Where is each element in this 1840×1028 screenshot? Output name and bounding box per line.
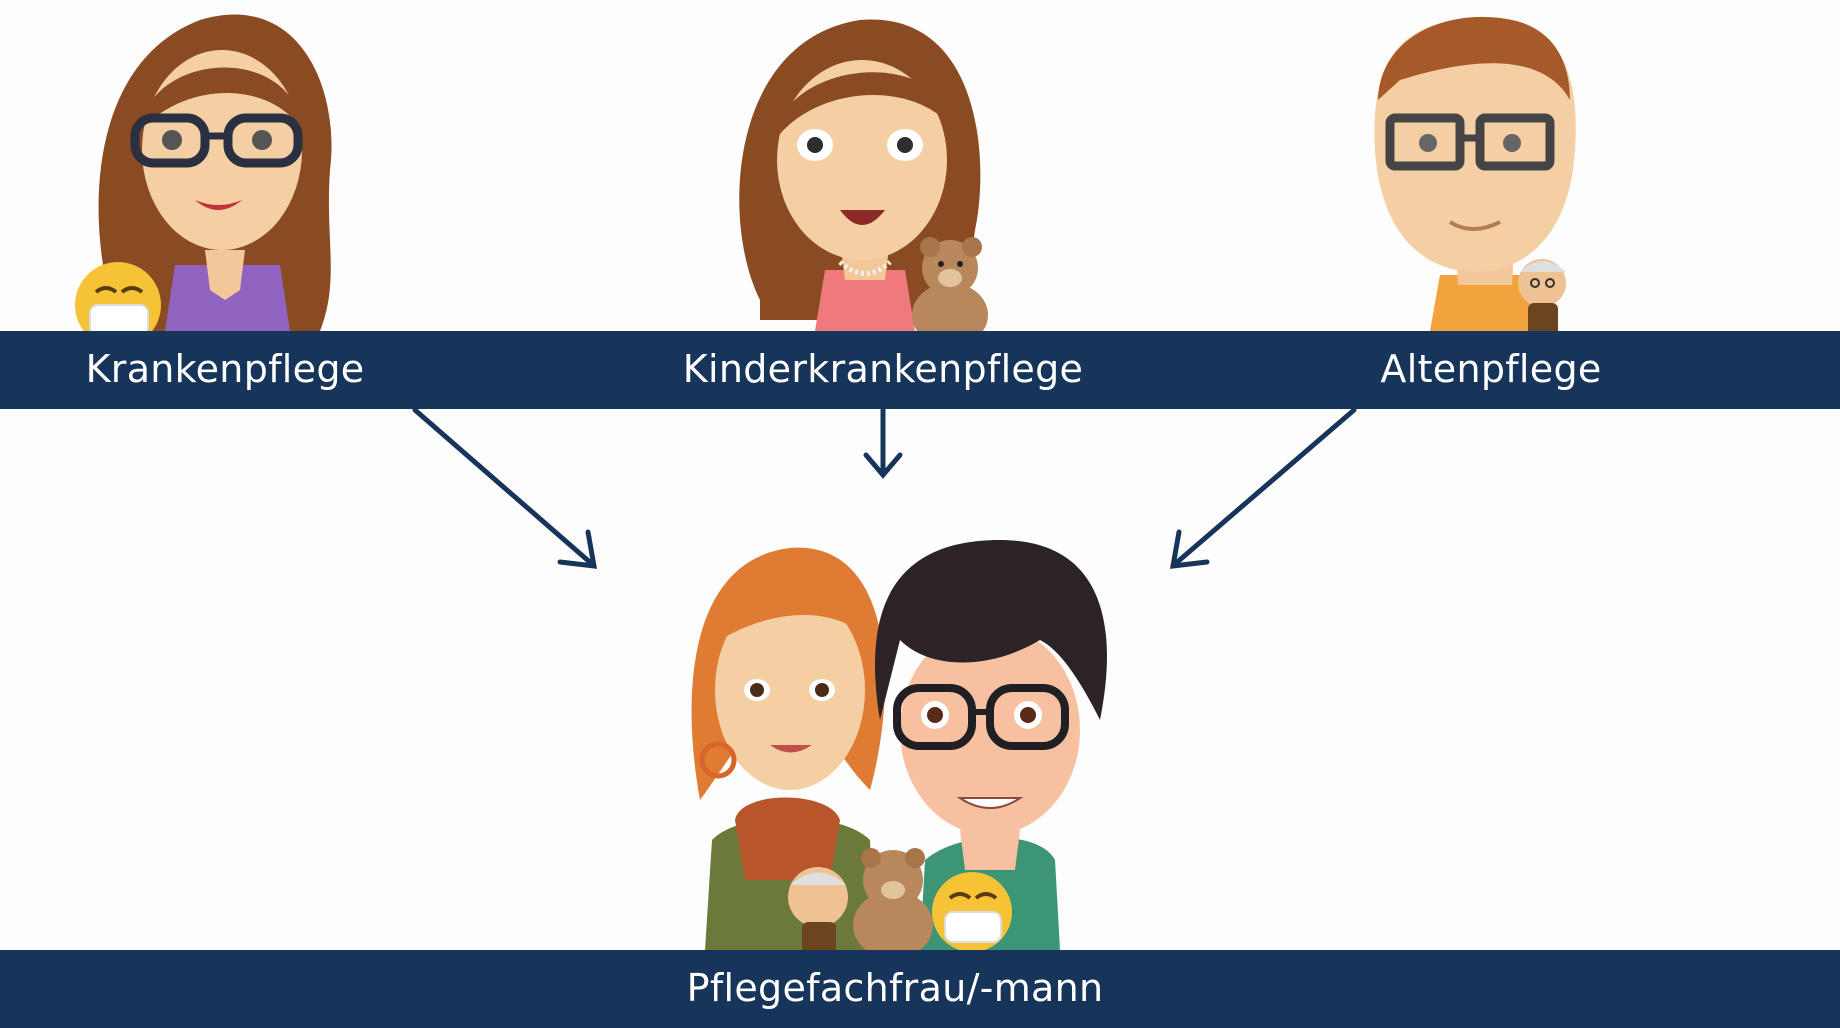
label-pflegefachfrau: Pflegefachfrau/-mann xyxy=(686,966,1104,1010)
label-kinderkrankenpflege: Kinderkrankenpflege xyxy=(682,347,1084,391)
face-mask-emoji-icon xyxy=(75,262,161,348)
pediatric-nurse-avatar xyxy=(739,19,981,331)
arrow-middle-down xyxy=(863,407,903,479)
label-krankenpflege: Krankenpflege xyxy=(85,347,365,391)
result-band xyxy=(0,950,1840,1028)
label-altenpflege: Altenpflege xyxy=(1380,347,1602,391)
arrow-right-to-center xyxy=(1169,407,1357,569)
teddy-bear-icon xyxy=(853,848,933,959)
category-band xyxy=(0,331,1840,409)
nurse-woman-avatar xyxy=(98,14,332,331)
nurse-couple-avatar xyxy=(691,540,1107,950)
face-mask-emoji-icon xyxy=(932,872,1012,952)
elderly-man-icon xyxy=(1518,259,1566,343)
geriatric-nurse-avatar xyxy=(1374,16,1576,331)
arrow-left-to-center xyxy=(412,407,598,569)
